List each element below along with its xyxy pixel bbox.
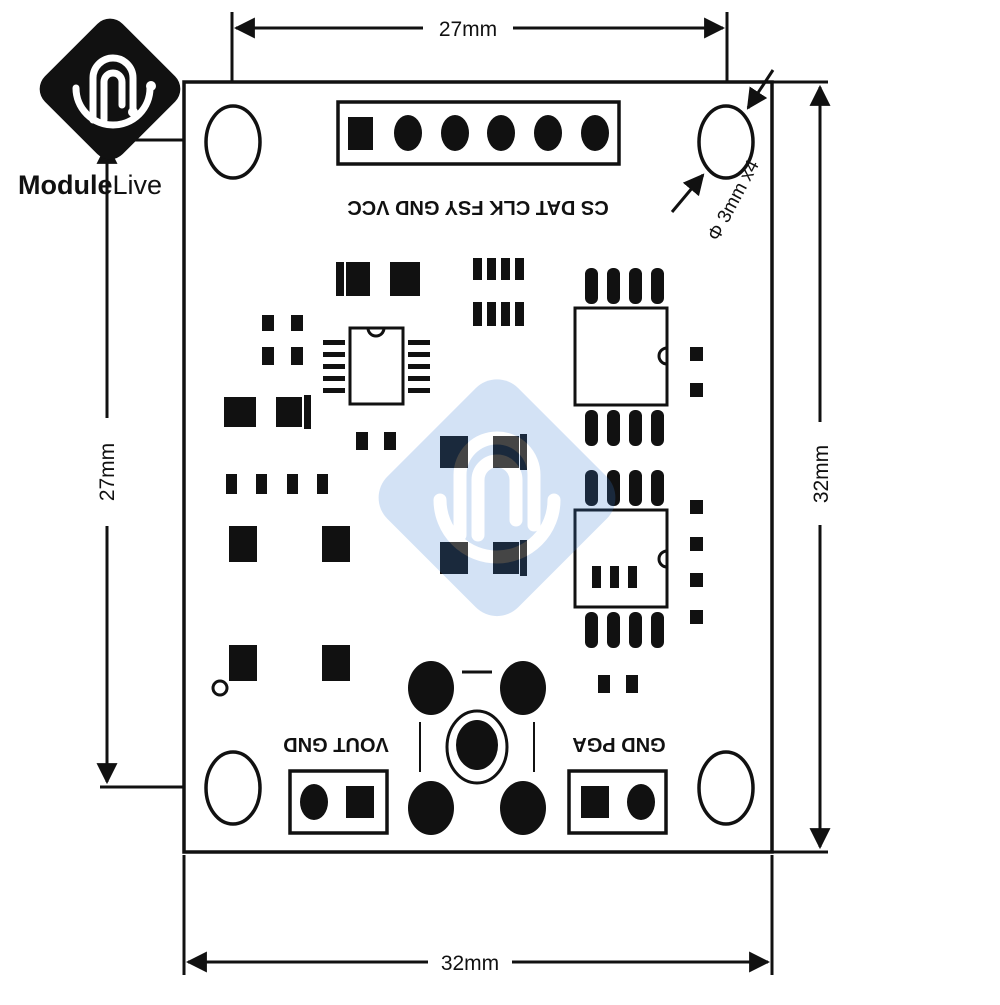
smd-pad [356, 432, 368, 450]
brand-logo: ModuleLive [18, 18, 181, 200]
watermark-logo [378, 379, 616, 617]
smd-pad [440, 436, 468, 468]
dimension-bottom: 32mm [182, 855, 774, 975]
smd-pad [276, 397, 302, 427]
ic-chip-small [323, 326, 430, 406]
resistor-array-pad [515, 258, 524, 280]
dimension-left: 27mm [96, 138, 205, 789]
smd-pad [493, 436, 519, 468]
diode-band [336, 262, 344, 296]
header-pin [487, 115, 515, 151]
resistor-array-pad [515, 302, 524, 326]
mounting-hole [697, 750, 755, 826]
ic-notch [657, 346, 668, 366]
ic-notch [366, 327, 386, 338]
mounting-hole [204, 750, 262, 826]
top-header-pin-labels: CS DAT CLK FSY GND VCC [347, 196, 609, 218]
tactile-switch [408, 661, 546, 835]
header-pin [441, 115, 469, 151]
smd-pad [390, 262, 420, 296]
mounting-hole [204, 104, 262, 180]
smd-components [224, 258, 703, 693]
resistor-array-pad [487, 302, 496, 326]
dimension-top: 27mm [230, 12, 729, 108]
smd-pad [287, 474, 298, 494]
smd-pad [256, 474, 267, 494]
bottom-width-label: 32mm [441, 952, 499, 975]
callout-arrow [746, 69, 775, 110]
diode-band [520, 434, 527, 470]
diode-band [304, 395, 311, 429]
dimension-right: 32mm [772, 80, 833, 854]
header-pin [534, 115, 562, 151]
smd-pad [262, 315, 274, 331]
smd-pad [322, 645, 350, 681]
header-outline [336, 100, 621, 166]
ic-chip-lower [573, 470, 669, 648]
resistor-array-pad [501, 258, 510, 280]
brand-name-light: Live [113, 170, 163, 200]
smd-pad [690, 347, 703, 361]
header-pin [581, 115, 609, 151]
smd-pad [317, 474, 328, 494]
header-pin-square [348, 117, 373, 150]
smd-pad [262, 347, 274, 365]
modulelive-logo-icon [39, 18, 181, 160]
smd-pad [690, 383, 703, 397]
brand-name-bold: Module [18, 170, 113, 200]
svg-text:ModuleLive: ModuleLive [18, 170, 162, 200]
resistor-array-pad [473, 302, 482, 326]
smd-pad [690, 537, 703, 551]
switch-button [456, 720, 498, 770]
resistor-array-pad [501, 302, 510, 326]
ic-chip-upper [573, 268, 669, 446]
ic-notch [657, 549, 668, 569]
ic-body [573, 306, 669, 407]
smd-pad [291, 347, 303, 365]
resistor-array-pad [487, 258, 496, 280]
resistor-array-pad [473, 258, 482, 280]
gnd-pga-label: GND PGA [572, 733, 665, 755]
smd-pad [440, 542, 468, 574]
via-circle [211, 679, 229, 697]
mounting-hole [697, 104, 755, 180]
smd-pad [690, 573, 703, 587]
smd-pad [384, 432, 396, 450]
smd-pad [690, 610, 703, 624]
smd-pad [291, 315, 303, 331]
smd-pad [229, 645, 257, 681]
header-pin [394, 115, 422, 151]
smd-pad [598, 675, 610, 693]
smd-pad [226, 474, 237, 494]
ic-body [573, 508, 669, 609]
smd-pad [322, 526, 350, 562]
connector-vout [288, 769, 389, 835]
smd-pad [346, 262, 370, 296]
smd-pad [224, 397, 256, 427]
smd-pad [493, 542, 519, 574]
callout-arrow [670, 173, 705, 213]
diode-band [520, 540, 527, 576]
smd-pad [229, 526, 257, 562]
mounting-holes [204, 104, 755, 826]
left-height-label: 27mm [96, 443, 119, 501]
connector-pga [567, 769, 668, 835]
smd-pad [690, 500, 703, 514]
smd-pad [626, 675, 638, 693]
ic-body [348, 326, 405, 406]
right-height-label: 32mm [810, 445, 833, 503]
top-width-label: 27mm [439, 18, 497, 41]
top-pin-header [336, 100, 621, 166]
vout-gnd-label: VOUT GND [283, 733, 389, 755]
